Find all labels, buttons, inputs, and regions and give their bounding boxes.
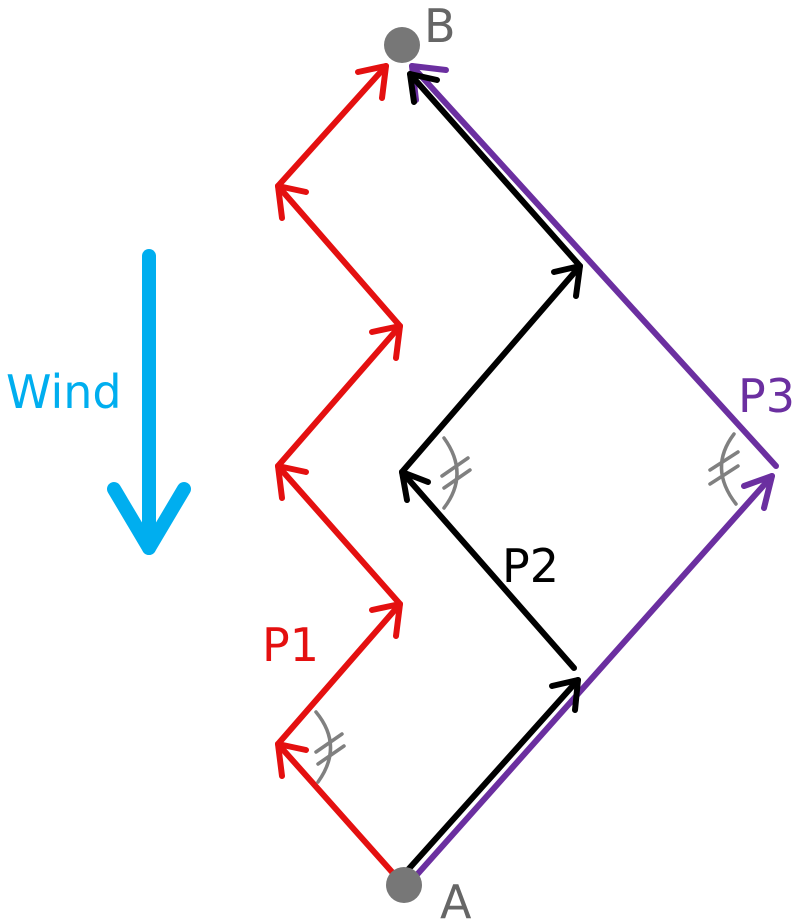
p1-leg-5 — [275, 183, 403, 329]
p2-arrowhead-4 — [407, 71, 440, 105]
angle-marks — [314, 432, 740, 784]
p1-leg-3 — [275, 463, 403, 607]
p2-arrowhead-1 — [549, 677, 581, 713]
p3-leg-2 — [409, 63, 779, 469]
path-p1 — [275, 63, 403, 875]
point-b-label: B — [424, 0, 456, 53]
p1-arrowhead-6 — [355, 63, 389, 101]
path-p1-label: P1 — [262, 618, 319, 672]
p1-leg-6 — [275, 63, 389, 189]
path-p3 — [409, 63, 779, 881]
path-p2-label: P2 — [502, 539, 559, 593]
p2-leg-2 — [399, 469, 577, 671]
p3-leg-1 — [411, 473, 775, 881]
path-p3-label: P3 — [738, 369, 795, 423]
wind-arrow-icon — [107, 249, 191, 555]
wind-label: Wind — [6, 365, 122, 419]
angle-arc-p1 — [314, 710, 333, 784]
p1-leg-4 — [275, 323, 403, 469]
angle-arc-p3 — [719, 432, 738, 506]
point-a-label: A — [440, 875, 472, 924]
p1-leg-1 — [275, 741, 395, 875]
p2-leg-4 — [407, 71, 583, 269]
p2-leg-3 — [399, 263, 583, 475]
p3-arrowhead-1 — [741, 473, 775, 511]
p1-leg-2 — [275, 601, 403, 747]
point-a-marker — [386, 867, 422, 903]
angle-arc-p2 — [442, 436, 459, 510]
path-p2 — [399, 71, 583, 875]
p2-leg-1 — [403, 677, 581, 875]
point-b-marker — [384, 27, 420, 63]
